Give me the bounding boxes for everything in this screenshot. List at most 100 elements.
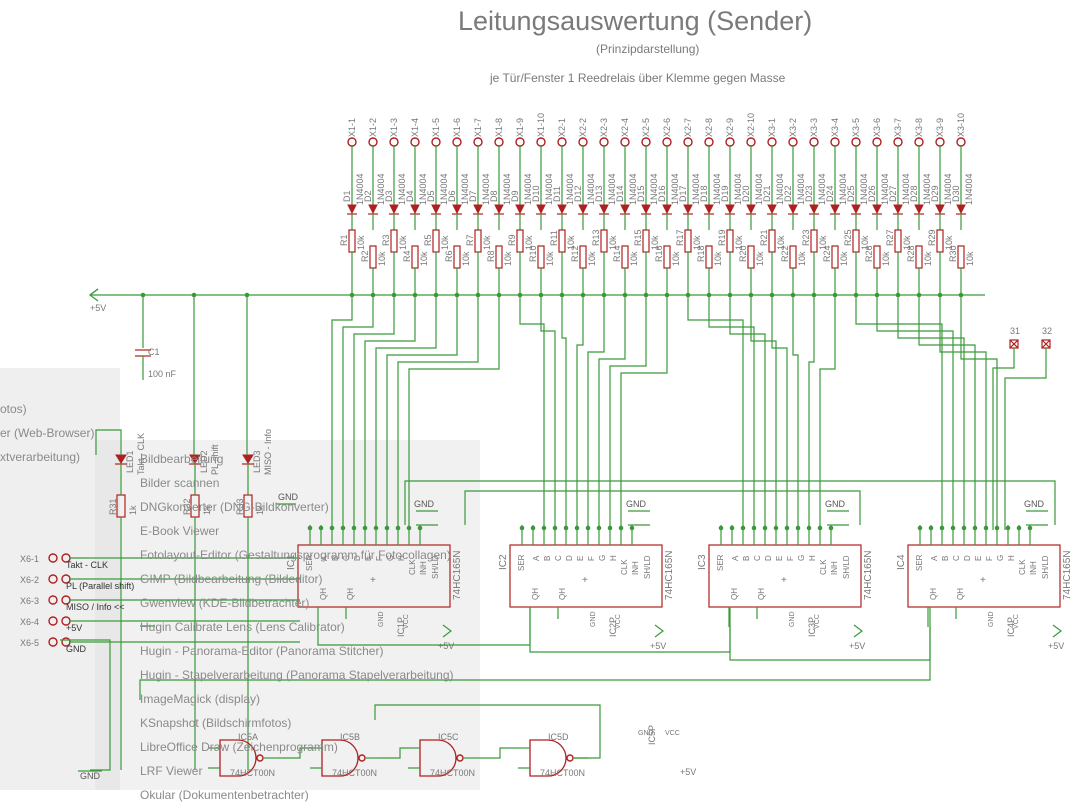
background-menu-item[interactable]: LRF Viewer bbox=[140, 764, 203, 778]
ic-gnd-label: GND bbox=[825, 499, 846, 509]
resistor-value-label: 10k bbox=[923, 251, 933, 266]
pin-label-input: E bbox=[576, 556, 585, 561]
pin-label-inh: INH bbox=[830, 561, 839, 575]
background-menu-item[interactable]: GIMP (Bildbearbeitung (Bildeditor) bbox=[140, 572, 323, 586]
resistor-label: R20 bbox=[738, 245, 748, 262]
diode-value-label: 1N4004 bbox=[796, 173, 806, 205]
resistor-6 bbox=[453, 245, 461, 269]
background-menu-item[interactable]: ImageMagick (display) bbox=[140, 692, 261, 706]
signal-wire bbox=[342, 295, 374, 528]
terminal-27 bbox=[893, 137, 903, 147]
background-menu-item[interactable]: E-Book Viewer bbox=[140, 524, 220, 538]
power-vcc-label: VCC bbox=[1013, 614, 1020, 629]
led-function-label: Takt - CLK bbox=[136, 433, 146, 475]
clock-bus bbox=[404, 480, 1056, 525]
shift-register-name: IC2 bbox=[498, 554, 509, 570]
signal-wire bbox=[855, 295, 943, 528]
background-menu-item[interactable]: Hugin - Panorama-Editor (Panorama Stitch… bbox=[140, 644, 384, 658]
resistor-5 bbox=[432, 229, 440, 253]
pin-label-qhn: QH bbox=[956, 588, 965, 600]
pin-label-qhn: QH bbox=[346, 588, 355, 600]
pin-label-shld: SH/LD bbox=[842, 555, 851, 579]
power-gnd-label: GND bbox=[789, 611, 796, 627]
pin-label-input: E bbox=[974, 556, 983, 561]
background-menu-item[interactable]: Bilder scannen bbox=[140, 476, 220, 490]
resistor-7 bbox=[474, 229, 482, 253]
power-gnd-label: GND bbox=[378, 611, 385, 627]
resistor-label: R27 bbox=[885, 229, 895, 246]
terminal-1 bbox=[347, 137, 357, 147]
ic-gnd-label: GND bbox=[414, 499, 435, 509]
gate-link bbox=[380, 747, 408, 759]
terminal-label: X1-1 bbox=[347, 118, 357, 137]
diode-value-label: 1N4004 bbox=[439, 173, 449, 205]
resistor-value-label: 10k bbox=[860, 235, 870, 250]
connector-signal-label: PL (Parallel shift) bbox=[66, 581, 134, 591]
terminal-21 bbox=[767, 137, 777, 147]
diode-11 bbox=[557, 204, 567, 215]
background-menu-item[interactable]: er (Web-Browser) bbox=[0, 426, 95, 440]
ic-pin-dot bbox=[519, 525, 525, 531]
background-menu-item[interactable]: otos) bbox=[0, 402, 27, 416]
background-menu-item[interactable]: LibreOffice Draw (Zeichenprogramm) bbox=[140, 740, 338, 754]
terminal-label: X1-6 bbox=[452, 118, 462, 137]
resistor-26 bbox=[873, 245, 881, 269]
resistor-label: R14 bbox=[612, 245, 622, 262]
terminal-7 bbox=[473, 137, 483, 147]
background-menu-item[interactable]: Okular (Dokumentenbetrachter) bbox=[140, 788, 309, 802]
diode-28 bbox=[914, 204, 924, 215]
pin-label-ser: SER bbox=[517, 554, 526, 571]
pin-label-input: H bbox=[808, 555, 817, 561]
background-menu-item[interactable]: Gwenview (KDE-Bildbetrachter) bbox=[140, 596, 310, 610]
nand-gate-name: IC5C bbox=[438, 732, 459, 742]
terminal-12 bbox=[578, 137, 588, 147]
schematic-note: je Tür/Fenster 1 Reedrelais über Klemme … bbox=[490, 71, 786, 85]
terminal-label: X1-10 bbox=[536, 113, 546, 137]
signal-wire bbox=[960, 295, 998, 528]
diode-value-label: 1N4004 bbox=[586, 173, 596, 205]
diode-value-label: 1N4004 bbox=[355, 173, 365, 205]
signal-wire bbox=[750, 295, 777, 528]
diode-value-label: 1N4004 bbox=[649, 173, 659, 205]
ic-pin-dot bbox=[318, 525, 324, 531]
background-menu-item[interactable]: Fotolayout-Editor (Gestaltungsprogramm f… bbox=[140, 548, 451, 562]
diode-label: D1 bbox=[342, 190, 352, 202]
diode-5 bbox=[431, 204, 441, 215]
led-label: LED2 bbox=[199, 450, 209, 473]
led1-wire bbox=[95, 429, 122, 455]
gnd-label: GND bbox=[278, 492, 299, 502]
terminal-6 bbox=[452, 137, 462, 147]
diode-label: D30 bbox=[951, 185, 961, 202]
connector-pin-4 bbox=[48, 616, 58, 626]
terminal-label: X3-8 bbox=[914, 118, 924, 137]
diode-value-label: 1N4004 bbox=[565, 173, 575, 205]
background-menu-item[interactable]: DNGkonverter (DNG-Bildkonverter) bbox=[140, 500, 329, 514]
ic-pin-dot bbox=[1027, 525, 1033, 531]
power-unit-name: IC1P bbox=[396, 617, 406, 637]
shift-register-name: IC3 bbox=[697, 554, 708, 570]
background-menu-item[interactable]: Bildbearbeitung bbox=[140, 452, 224, 466]
c1-label: C1 bbox=[148, 347, 160, 357]
terminal-label: X1-5 bbox=[431, 118, 441, 137]
resistor-label: R28 bbox=[906, 245, 916, 262]
resistor-label: R19 bbox=[717, 229, 727, 246]
diode-label: D12 bbox=[573, 185, 583, 202]
background-menu-item[interactable]: Hugin Calibrate Lens (Lens Calibrator) bbox=[140, 620, 345, 634]
background-menu-item[interactable]: Hugin - Stapelverarbeitung (Panorama Sta… bbox=[140, 668, 454, 682]
resistor-label: R11 bbox=[549, 230, 559, 246]
pin-label-qhn: QH bbox=[558, 588, 567, 600]
diode-25 bbox=[851, 204, 861, 215]
signal-wire bbox=[729, 295, 766, 528]
nand-gate-name: IC5A bbox=[238, 732, 258, 742]
background-menu-item[interactable]: KSnapshot (Bildschirmfotos) bbox=[140, 716, 292, 730]
diode-label: D29 bbox=[930, 185, 940, 202]
chain-wire-4 bbox=[139, 627, 931, 700]
background-menu-item[interactable]: xtverarbeitung) bbox=[0, 450, 81, 464]
pin-label-input: B bbox=[742, 556, 751, 561]
diode-1 bbox=[347, 204, 357, 215]
signal-wire bbox=[620, 295, 668, 528]
pin-label-clk: CLK bbox=[1018, 559, 1027, 575]
signal-wire bbox=[609, 295, 647, 528]
diode-value-label: 1N4004 bbox=[607, 173, 617, 205]
